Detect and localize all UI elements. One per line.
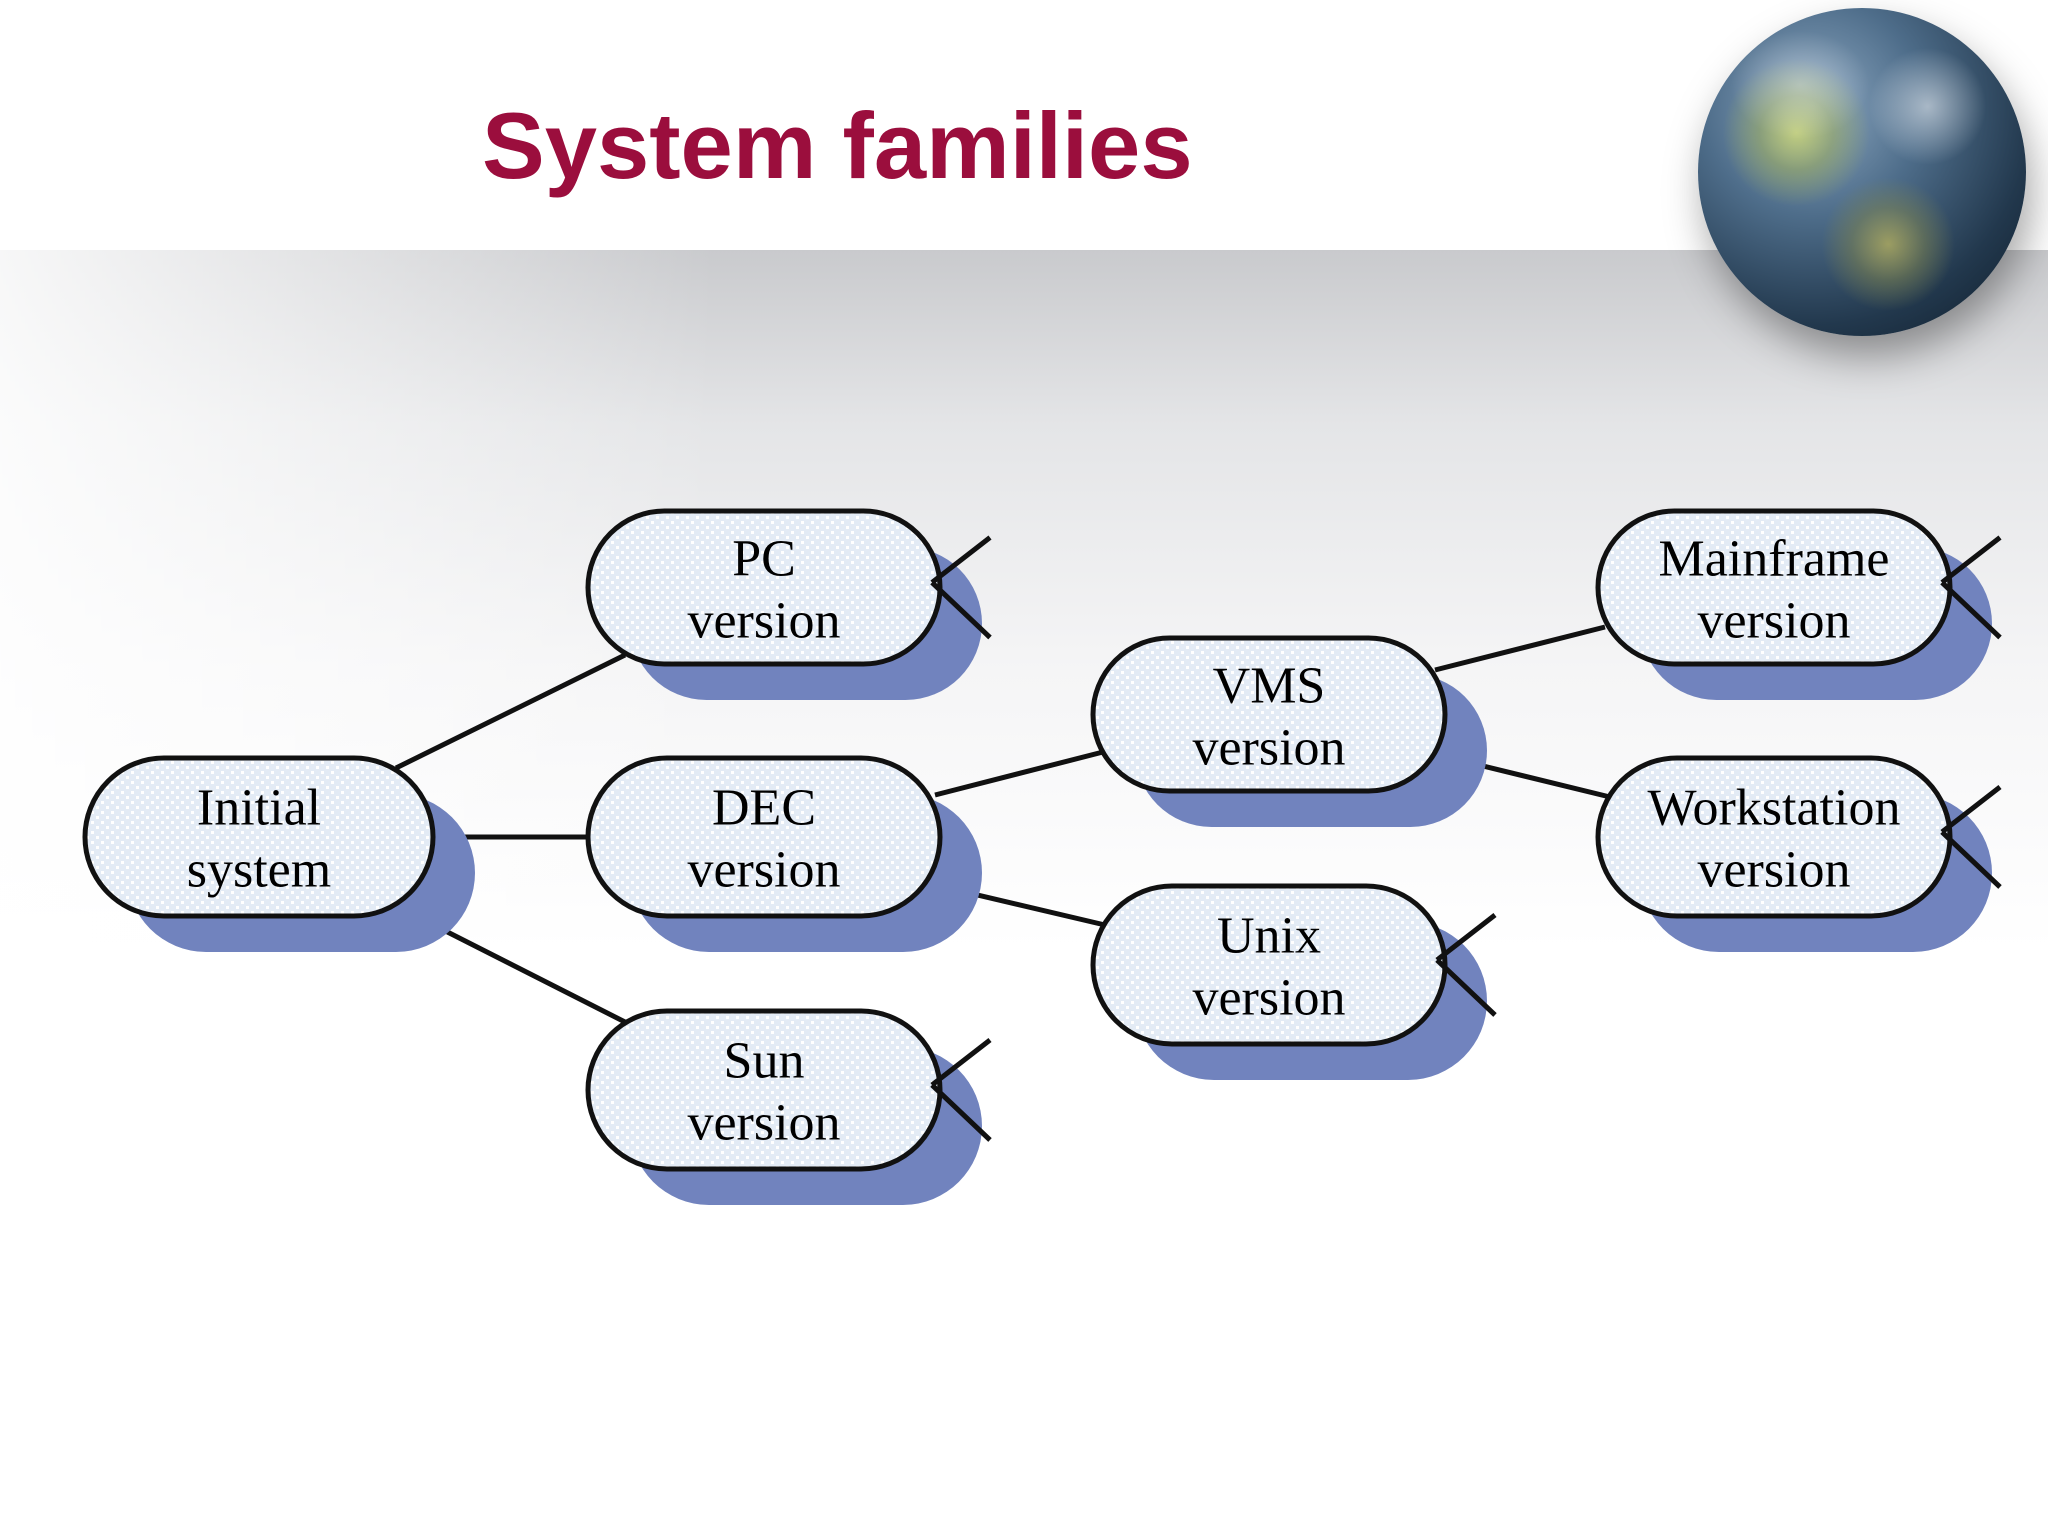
node-body <box>1090 635 1448 794</box>
edge-dec-to-vms <box>934 749 1104 798</box>
node-label-line1: PC <box>732 530 796 587</box>
node-label-line2: version <box>1697 841 1850 898</box>
page-title: System families <box>482 93 1193 198</box>
node-label-line1: Initial <box>197 779 321 836</box>
node-label-line2: version <box>1192 719 1345 776</box>
globe-icon <box>1698 8 2026 336</box>
node-label-line2: version <box>687 841 840 898</box>
edge-vms-to-mainframe <box>1434 624 1606 673</box>
node-body <box>585 755 943 919</box>
node-label-line2: version <box>1697 592 1850 649</box>
node-label-line1: DEC <box>712 779 816 836</box>
node-label-line1: VMS <box>1213 657 1326 714</box>
node-label-line1: Sun <box>724 1032 805 1089</box>
terminal-mark-icon <box>1940 535 2002 640</box>
node-label-line1: Mainframe <box>1658 530 1889 587</box>
terminal-mark-icon <box>930 1038 992 1142</box>
terminal-mark-icon <box>930 535 992 640</box>
node-label-line2: version <box>1192 969 1345 1026</box>
node-label-line2: system <box>187 841 331 898</box>
node-layer: InitialsystemPCversionDECversionSunversi… <box>82 508 2002 1205</box>
edge-initial-to-pc <box>394 652 627 771</box>
node-label-line2: version <box>687 592 840 649</box>
terminal-mark-icon <box>1940 785 2002 889</box>
globe-highlight <box>1730 30 1870 140</box>
node-label-line1: Workstation <box>1648 779 1901 836</box>
node-label-line2: version <box>687 1094 840 1151</box>
node-body <box>82 755 436 919</box>
node-label-line1: Unix <box>1217 907 1321 964</box>
terminal-mark-icon <box>1435 913 1497 1017</box>
